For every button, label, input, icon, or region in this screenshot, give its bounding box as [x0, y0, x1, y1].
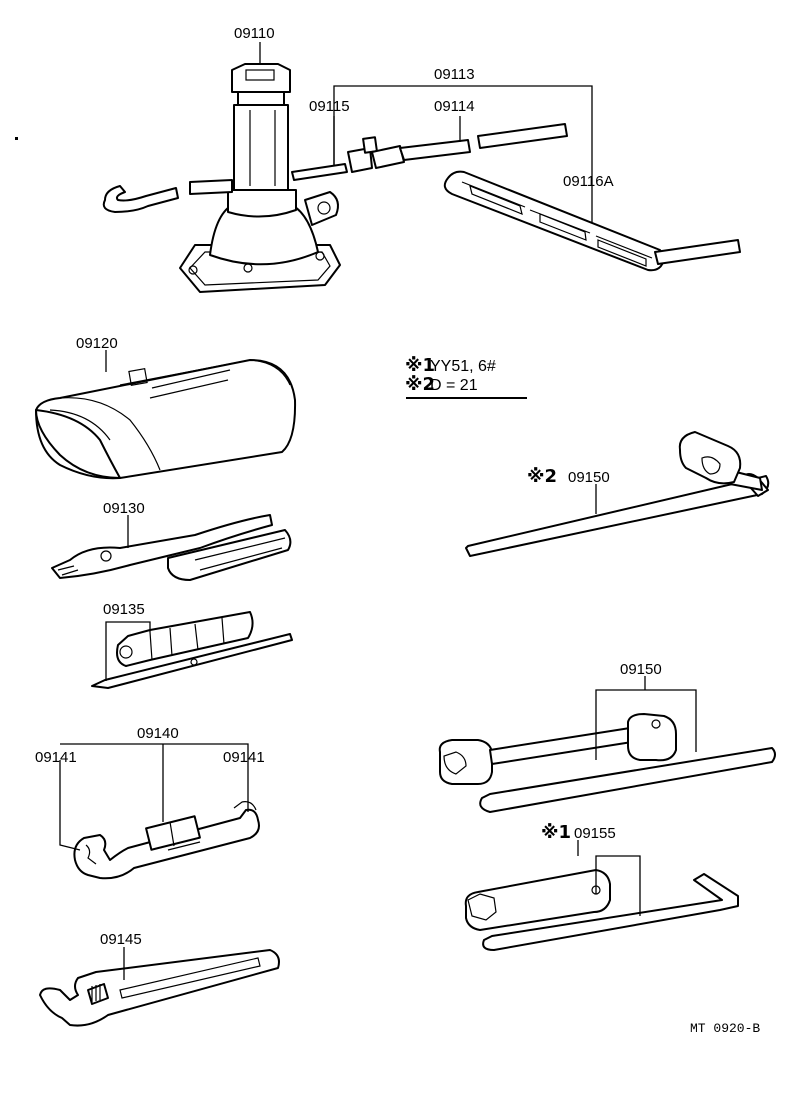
handle-set-part-number: 09113: [434, 66, 475, 83]
plug-wrench-part-number: 09155: [574, 825, 616, 842]
lug-wrench-main-mark: ※2: [527, 466, 557, 487]
lug-wrench-set-part-number: 09150: [620, 661, 662, 678]
wrench-left-part-number: 09141: [35, 749, 77, 766]
diagram-code: MT 0920-B: [690, 1021, 760, 1036]
wrench-set-illustration: [73, 801, 260, 880]
lug-wrench-main-illustration: [465, 431, 770, 557]
stray-mark: [15, 137, 18, 140]
note2-mark: ※2: [405, 374, 435, 395]
handle-crank-part-number: 09116A: [563, 173, 614, 190]
pliers-illustration: [51, 514, 292, 581]
note1-mark: ※1: [405, 355, 435, 376]
lug-wrench-main-part-number: 09150: [568, 469, 610, 486]
jack-illustration: [102, 63, 348, 293]
wrench-set-bracket: [60, 743, 249, 812]
tool-bag-illustration: [35, 359, 297, 480]
adjustable-wrench-illustration: [39, 949, 280, 1027]
top-leader-lines: [259, 42, 593, 222]
lug-wrench-set-bracket: [595, 689, 697, 760]
screwdriver-part-number: 09135: [103, 601, 145, 618]
handle-extension-part-number: 09115: [309, 98, 350, 115]
adjustable-wrench-part-number: 09145: [100, 931, 142, 948]
note1-text: YY51, 6#: [430, 358, 496, 375]
plug-wrench-bracket: [595, 855, 641, 916]
jack-part-number: 09110: [234, 25, 275, 42]
handle-rod-part-number: 09114: [434, 98, 475, 115]
tool-bag-part-number: 09120: [76, 335, 118, 352]
wrench-left-leader: [59, 760, 81, 851]
note2-text: D = 21: [430, 377, 478, 394]
plug-wrench-mark: ※1: [541, 822, 571, 843]
screwdriver-illustration: [91, 611, 293, 689]
plug-wrench-illustration: [464, 869, 739, 951]
jack-handle-illustration: [347, 123, 741, 272]
wrench-right-part-number: 09141: [223, 749, 265, 766]
lug-wrench-set-illustration: [438, 713, 776, 813]
notes-block: ※1 YY51, 6# ※2 D = 21: [405, 355, 527, 399]
wrench-set-part-number: 09140: [137, 725, 179, 742]
pliers-part-number: 09130: [103, 500, 145, 517]
screwdriver-leader: [105, 621, 151, 681]
